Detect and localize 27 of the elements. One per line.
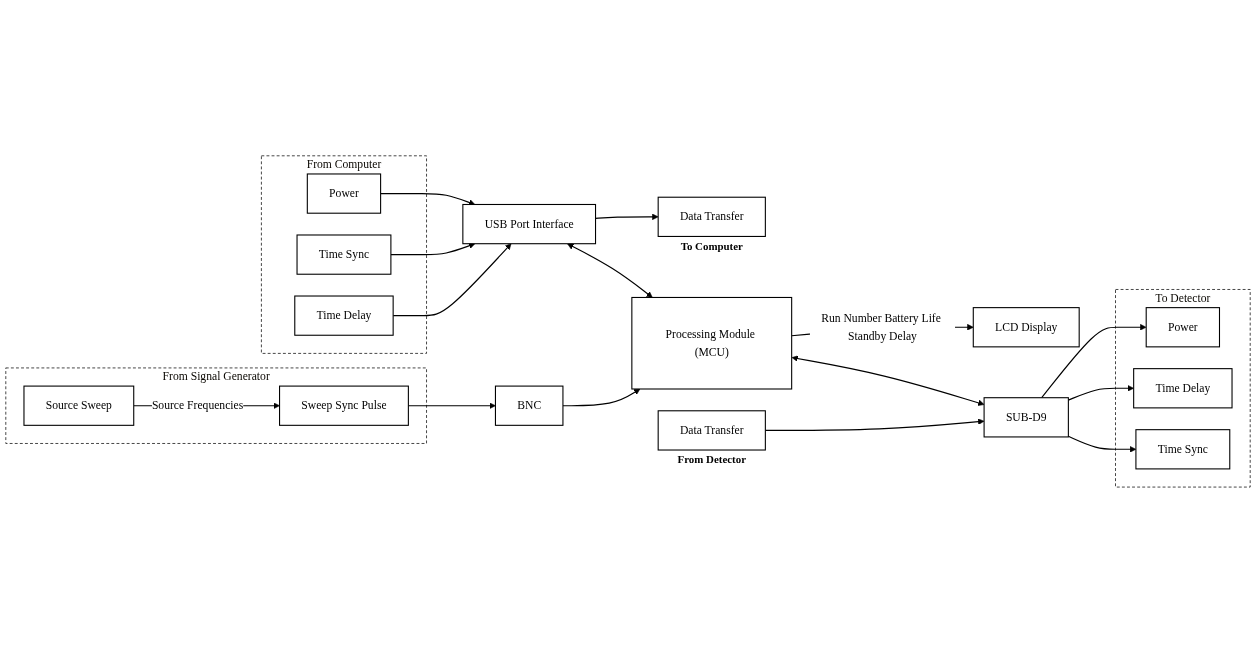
node-box: Power (1145, 306, 1221, 348)
edge-label: Run Number Battery Life Standby Delay (821, 311, 941, 342)
node-box: Processing Module (MCU) (631, 296, 793, 390)
node-caption: From Detector (677, 453, 746, 465)
node-caption: To Computer (680, 239, 743, 252)
arrow (1067, 384, 1134, 401)
arrow (791, 355, 985, 406)
node-box: Sweep Sync Pulse (279, 385, 409, 426)
node-box: Source Sweep (23, 385, 135, 426)
node-box: Data Transfer (657, 196, 766, 237)
node-box: Time Sync (296, 234, 392, 275)
arrow (1041, 323, 1147, 398)
node-box: Data Transfer (657, 409, 766, 451)
arrow (380, 192, 476, 206)
node-box: Time Delay (294, 295, 394, 336)
edge-label: Source Frequencies (151, 398, 244, 412)
node-box: LCD Display (972, 306, 1080, 348)
arrow (392, 243, 512, 316)
arrow (390, 242, 476, 255)
arrow (567, 243, 653, 298)
node-box: Power (306, 173, 382, 214)
node-box: USB Port Interface (462, 203, 597, 244)
node-box: BNC (494, 385, 564, 426)
node-box: SUB-D9 (983, 396, 1069, 438)
arrow (562, 388, 641, 406)
node-box: Time Delay (1133, 367, 1233, 409)
node-box: Time Sync (1135, 428, 1231, 470)
